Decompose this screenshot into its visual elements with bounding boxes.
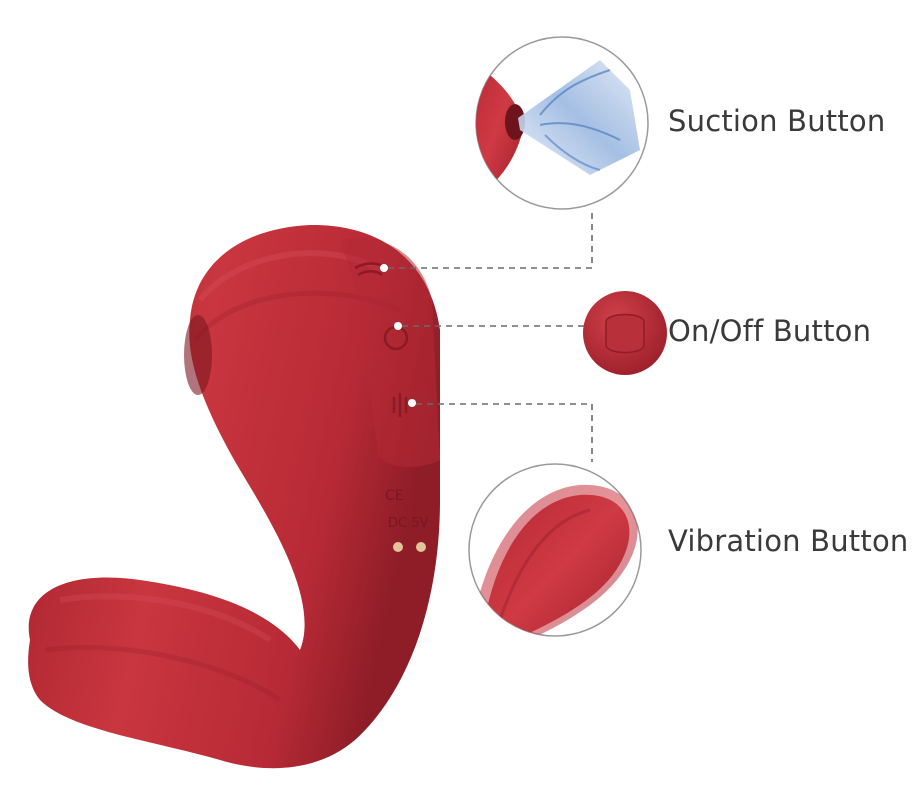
onoff-button-label: On/Off Button [668, 314, 872, 348]
charge-contact [393, 542, 403, 552]
onoff-callout [583, 291, 667, 375]
vibration-icon [392, 393, 416, 417]
power-icon [383, 322, 409, 351]
vibration-callout [468, 463, 642, 637]
vibration-button-label: Vibration Button [668, 524, 909, 558]
dc-marking: DC 5V [388, 516, 428, 531]
suction-icon [354, 262, 388, 277]
ce-marking: CE [385, 488, 404, 504]
suction-button-label: Suction Button [668, 104, 886, 138]
charge-contact [416, 542, 426, 552]
suction-callout [475, 36, 649, 210]
leader-lines [388, 210, 593, 462]
device-body: CE DC 5V [28, 224, 440, 769]
